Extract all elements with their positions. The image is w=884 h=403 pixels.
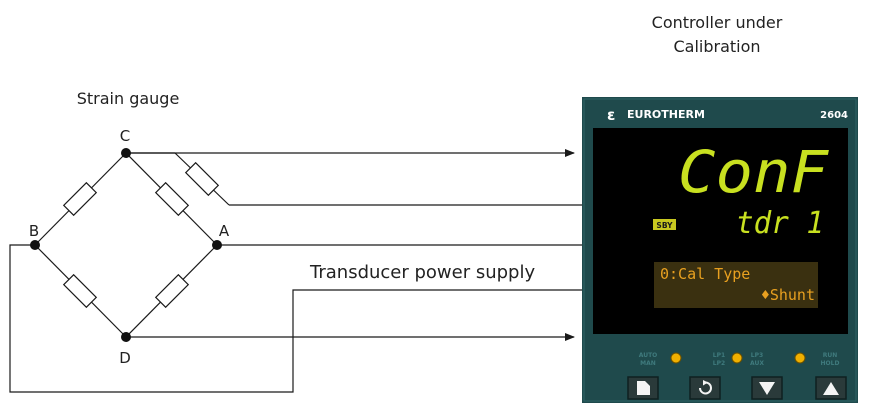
resistor-ca bbox=[154, 181, 190, 217]
transducer-power-label: Transducer power supply bbox=[309, 262, 535, 283]
controller-bezel-edge bbox=[583, 98, 857, 402]
auto-man-led-icon bbox=[670, 352, 682, 364]
eurotherm-logo-icon: ε bbox=[607, 106, 615, 124]
controller-title-line2: Calibration bbox=[673, 37, 760, 56]
main-display: ConF bbox=[678, 138, 829, 206]
up-button[interactable] bbox=[815, 376, 847, 400]
page-button[interactable] bbox=[627, 376, 659, 400]
lp2-label: LP2 bbox=[713, 360, 725, 367]
node-b-label: B bbox=[29, 222, 39, 240]
triangle-up-icon bbox=[823, 382, 839, 395]
controller-title-line1: Controller under bbox=[652, 13, 783, 32]
resistor-bd bbox=[62, 273, 98, 309]
node-c-label: C bbox=[120, 127, 130, 145]
node-b-dot bbox=[30, 240, 40, 250]
brand-name: EUROTHERM bbox=[627, 108, 705, 121]
run-hold-led-icon bbox=[794, 352, 806, 364]
strain-gauge-label: Strain gauge bbox=[77, 89, 180, 108]
hold-label: HOLD bbox=[821, 360, 840, 367]
message-line-1: 0:Cal Type bbox=[660, 265, 750, 283]
node-c-dot bbox=[121, 148, 131, 158]
cycle-icon bbox=[699, 381, 712, 395]
run-label: RUN bbox=[823, 352, 838, 359]
power-supply-wire bbox=[9, 244, 582, 393]
loop-led-icon bbox=[731, 352, 743, 364]
resistor-cb bbox=[62, 181, 98, 217]
second-display: tdr 1 bbox=[736, 206, 824, 241]
page-icon bbox=[637, 381, 650, 395]
lp1-label: LP1 bbox=[713, 352, 725, 359]
auto-label: AUTO bbox=[639, 352, 658, 359]
model-number: 2604 bbox=[820, 110, 848, 121]
aux-label: AUX bbox=[750, 360, 764, 367]
shunt-resistor bbox=[184, 161, 220, 197]
node-a-label: A bbox=[219, 222, 230, 240]
message-panel bbox=[654, 262, 818, 308]
man-label: MAN bbox=[640, 360, 656, 367]
controller-device: ε EUROTHERM 2604 ConF tdr 1 SBY 0:Cal Ty… bbox=[582, 97, 858, 403]
resistor-ad bbox=[154, 273, 190, 309]
message-line-2: ♦Shunt bbox=[761, 286, 815, 304]
scroll-button[interactable] bbox=[689, 376, 721, 400]
node-d-dot bbox=[121, 332, 131, 342]
node-a-dot bbox=[212, 240, 222, 250]
down-button[interactable] bbox=[751, 376, 783, 400]
node-d-label: D bbox=[119, 349, 131, 367]
standby-badge-label: SBY bbox=[656, 221, 673, 230]
standby-badge bbox=[653, 219, 676, 230]
lp3-label: LP3 bbox=[751, 352, 763, 359]
triangle-down-icon bbox=[759, 382, 775, 395]
